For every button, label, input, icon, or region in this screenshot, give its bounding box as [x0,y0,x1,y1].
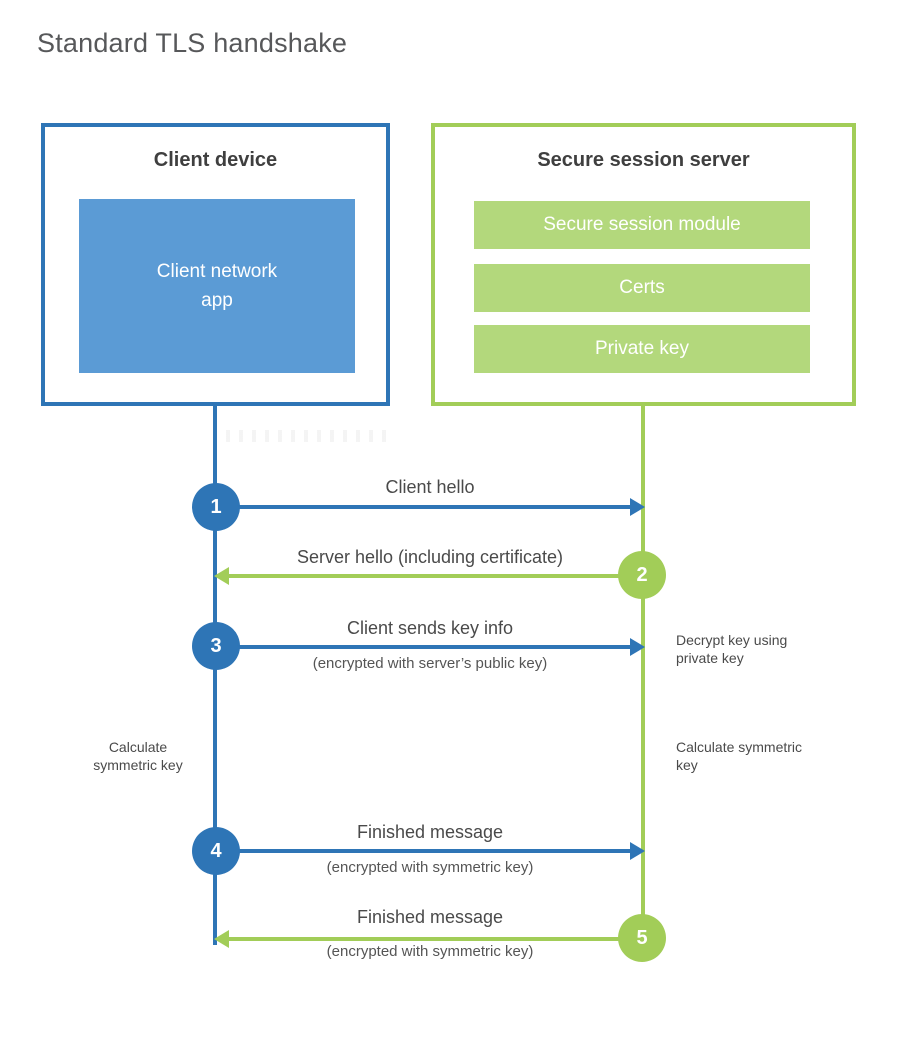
step-3-arrow [215,645,631,649]
step-4-sublabel: (encrypted with symmetric key) [326,859,534,876]
step-badge-5: 5 [618,914,666,962]
step-badge-3: 3 [192,622,240,670]
secure-session-module-bar: Secure session module [474,201,810,249]
arrowhead-left-icon [214,567,229,585]
step-badge-1: 1 [192,483,240,531]
note-calculate-symmetric-key-left: Calculate symmetric key [93,739,183,774]
step-5-arrow [228,937,643,941]
arrowhead-right-icon [630,842,645,860]
private-key-bar: Private key [474,325,810,373]
server-lifeline [641,404,645,938]
step-3-sublabel: (encrypted with server’s public key) [312,655,548,672]
step-3-label: Client sends key info [346,618,514,638]
step-5-label: Finished message [356,907,504,927]
page-title: Standard TLS handshake [37,28,348,58]
server-box-title: Secure session server [537,149,750,171]
client-device-title: Client device [153,149,278,171]
faint-dashed-line [226,430,388,442]
step-4-label: Finished message [356,822,504,842]
step-2-arrow [228,574,643,578]
step-1-label: Client hello [385,477,475,497]
step-1-arrow [215,505,631,509]
client-network-app-box: Client network app [79,199,355,373]
step-2-label: Server hello (including certificate) [296,547,564,567]
step-badge-2: 2 [618,551,666,599]
note-decrypt-key: Decrypt key using private key [676,632,788,667]
certs-bar: Certs [474,264,810,312]
arrowhead-left-icon [214,930,229,948]
step-badge-4: 4 [192,827,240,875]
arrowhead-right-icon [630,498,645,516]
client-lifeline [213,404,217,945]
step-5-sublabel: (encrypted with symmetric key) [326,943,534,960]
note-calculate-symmetric-key-right: Calculate symmetric key [676,739,803,774]
arrowhead-right-icon [630,638,645,656]
step-4-arrow [215,849,631,853]
